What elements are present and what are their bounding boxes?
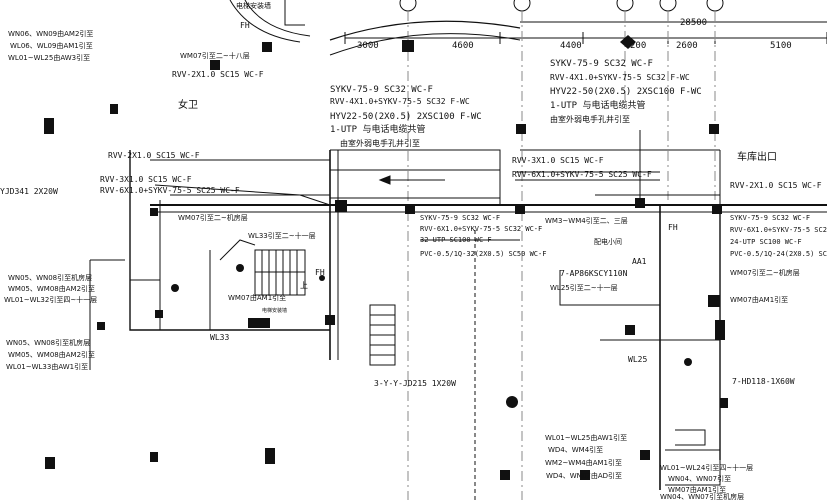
wm3-note: WM3~WM4引至二、三层: [545, 216, 628, 225]
room-garage-exit: 车库出口: [737, 150, 777, 163]
bottom-right-note: WM07由AM1引至: [668, 485, 726, 494]
wm07-am1: WM07由AM1引至: [228, 293, 286, 302]
right-cable: SYKV-75-9 SC32 WC-F: [550, 59, 653, 69]
rvv-right: RVV-2X1.0 SC15 WC-F: [730, 181, 822, 190]
center-cable: SYKV-75-9 SC32 WC-F: [330, 85, 433, 95]
up-marker: 上: [300, 281, 308, 290]
wl33-label: WL33: [210, 333, 229, 342]
bottom-left-note: WN05、WN08引至机房层: [6, 338, 90, 347]
fh-marker: FH: [315, 268, 325, 277]
bottom-left-note: WM05、WM08由AM2引至: [8, 350, 95, 359]
note-top-left: WL01~WL25由AW3引至: [8, 53, 90, 62]
aa1-label: AA1: [632, 257, 647, 266]
right-cable-2: PVC-0.5/1Q-24(2X0.5) SC50 WC: [730, 250, 827, 258]
wl25-label: WL25: [628, 355, 647, 364]
bottom-mid-note: WM2~WM4由AM1引至: [545, 458, 622, 467]
note-top-left: WN06、WN09由AM2引至: [8, 29, 93, 38]
wm07-top: WM07引至二~十八层: [180, 51, 250, 60]
hd-label: 7-HD118-1X60W: [732, 377, 795, 386]
fh-marker: FH: [668, 223, 678, 232]
right-cable-2: 24-UTP SC100 WC-F: [730, 238, 802, 246]
rvv-top: RVV-2X1.0 SC15 WC-F: [172, 70, 264, 79]
right-cable-2: SYKV-75-9 SC32 WC-F: [730, 214, 810, 222]
bottom-right-note: WN04、WN07引至: [668, 474, 731, 483]
left-mid-cable: RVV-6X1.0+SYKV-75-5 SC25 WC-F: [100, 186, 240, 195]
wm07-am1-right: WM07由AM1引至: [730, 295, 788, 304]
ap-label: 7-AP86KSCY110N: [560, 269, 628, 278]
wm07-left: WM07引至二~机房层: [178, 213, 248, 222]
center-cable: HYV22-50(2X0.5) 2XSC100 F-WC: [330, 112, 482, 122]
left-mid-cable: RVV-3X1.0 SC15 WC-F: [100, 175, 192, 184]
dim-2600: 2600: [676, 41, 698, 51]
bottom-mid-note: WD4、WN07由AD引至: [546, 471, 622, 480]
right-cable: RVV-4X1.0+SYKV-75-5 SC32 F-WC: [550, 73, 690, 82]
right-cable-2: RVV-6X1.0+SYKV-75-5 SC25 WC: [730, 226, 827, 234]
jd-label: 3-Y-Y-JD215 1X20W: [374, 379, 456, 388]
mid-cable: PVC-0.5/1Q-32(2X0.5) SC50 WC-F: [420, 250, 546, 258]
pump-label: 电梯安装墙: [262, 307, 287, 314]
room-small: 配电小间: [594, 237, 622, 246]
lamp-left: YJD341 2X20W: [0, 187, 58, 196]
left-note: WL01~WL32引至四~十一层: [4, 295, 97, 304]
bottom-right-note: WL01~WL24引至四~十一层: [660, 463, 753, 472]
right-cable: 1-UTP 与电话电缆共管: [550, 99, 646, 111]
bottom-mid-note: WL01~WL25由AW1引至: [545, 433, 627, 442]
bottom-mid-note: WD4、WM4引至: [548, 445, 603, 454]
left-note: WM05、WM08由AM2引至: [8, 284, 95, 293]
bottom-left-note: WL01~WL33由AW1引至: [6, 362, 88, 371]
note-top-left: WL06、WL09由AM1引至: [10, 41, 93, 50]
top-tag: 电梯安装墙: [236, 1, 271, 10]
mid-cable: 32-UTP SC100 WC-F: [420, 236, 492, 244]
mid-cable: SYKV-75-9 SC32 WC-F: [420, 214, 500, 222]
dim-total: 28500: [680, 18, 707, 28]
dim-5100: 5100: [770, 41, 792, 51]
right-cable: 由室外弱电手孔井引至: [550, 114, 630, 124]
center-cable: 由室外弱电手孔井引至: [340, 138, 420, 148]
dim-200: 200: [630, 41, 646, 51]
fh-marker: FH: [240, 21, 250, 30]
right-cable: HYV22-50(2X0.5) 2XSC100 F-WC: [550, 87, 702, 97]
dim-4600: 4600: [452, 41, 474, 51]
dim-4400: 4400: [560, 41, 582, 51]
left-note: WN05、WN08引至机房层: [8, 273, 92, 282]
left-mid-cable: RVV-2X1.0 SC15 WC-F: [108, 151, 200, 160]
wl33-top: WL33引至二~十一层: [248, 231, 316, 240]
wm07-right: WM07引至二~机房层: [730, 268, 800, 277]
right-mid-cable: RVV-6X1.0+SYKV-75-5 SC25 WC-F: [512, 170, 652, 179]
dim-3000: 3000: [357, 41, 379, 51]
bottom-right-note: WN04、WN07引至机房层: [660, 492, 744, 500]
center-cable: RVV-4X1.0+SYKV-75-5 SC32 F-WC: [330, 97, 470, 106]
room-womens-toilet: 女卫: [178, 98, 198, 111]
center-cable: 1-UTP 与电话电缆共管: [330, 123, 426, 135]
mid-cable: RVV-6X1.0+SYKV-75-5 SC32 WC-F: [420, 225, 542, 233]
fixtures: [44, 35, 728, 480]
right-mid-cable: RVV-3X1.0 SC15 WC-F: [512, 156, 604, 165]
wl25-note: WL25引至二~十一层: [550, 283, 618, 292]
